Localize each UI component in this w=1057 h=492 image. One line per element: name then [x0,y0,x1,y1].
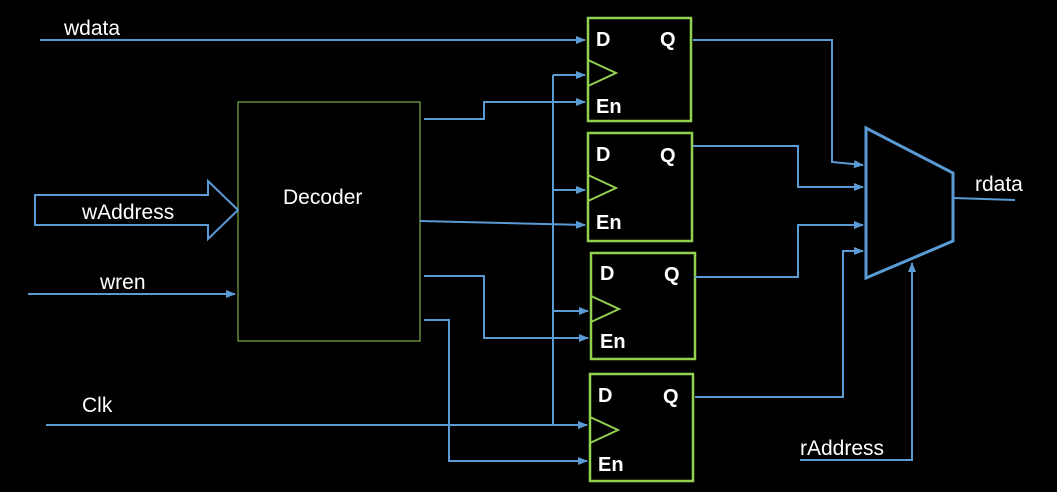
decoder-out-1 [419,220,586,229]
decoder-label: Decoder [283,186,362,209]
register-1: D Q En [586,131,694,243]
rdata-wire [952,197,1016,201]
register-0-en-pin: En [596,96,622,118]
register-2-d-pin: D [600,263,614,285]
waddress-bus-arrow [34,178,240,242]
register-2-en-pin: En [600,331,626,353]
register-3-d-pin: D [598,385,612,407]
wdata-label: wdata [63,17,120,40]
register-1-q-pin: Q [660,145,676,167]
wires [28,36,1016,465]
decoder-out-3 [424,319,588,465]
register-2: D Q En [589,251,697,361]
raddress-wire [800,262,916,461]
raddress-label: rAddress [800,437,884,460]
clk-label: Clk [82,394,113,417]
register-0: D Q En [586,16,693,123]
rdata-label: rdata [975,173,1023,196]
clk-wire [46,75,554,426]
register-2-q-pin: Q [664,264,680,286]
q-out-3 [695,247,864,398]
register-3-en-pin: En [598,454,624,476]
waddress-label: wAddress [81,201,174,224]
wren-label: wren [99,271,146,294]
register-0-d-pin: D [596,29,610,51]
read-multiplexer [864,125,955,281]
register-3-q-pin: Q [663,386,679,408]
decoder-block [237,101,421,342]
q-out-1 [693,145,864,191]
register-3: D Q En [588,372,695,483]
register-1-en-pin: En [596,212,622,234]
decoder-out-2 [424,275,589,342]
register-0-q-pin: Q [660,29,676,51]
decoder-out-0 [424,98,586,120]
register-1-d-pin: D [596,144,610,166]
q-out-2 [695,221,864,278]
q-out-0 [693,39,864,169]
